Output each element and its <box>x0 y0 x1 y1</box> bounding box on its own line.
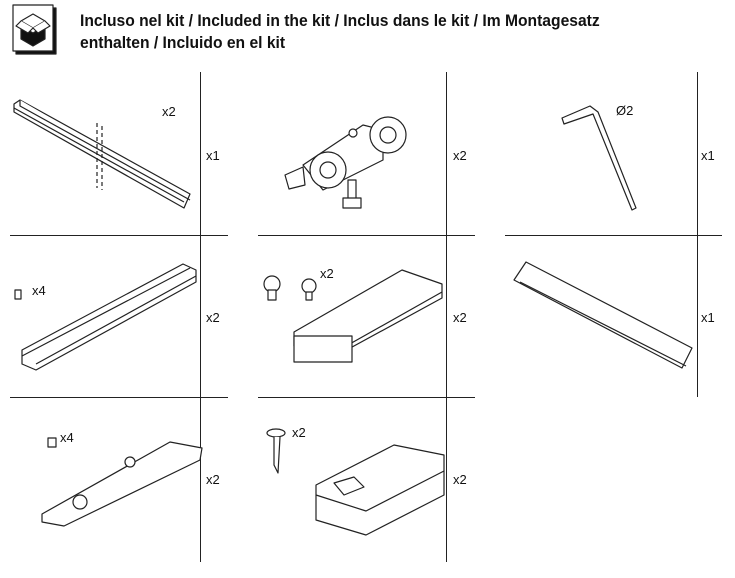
insert-count: x4 <box>32 283 46 298</box>
quantity-label: x2 <box>206 310 220 325</box>
divider <box>10 397 228 398</box>
divider <box>697 72 698 397</box>
screw-count: x2 <box>292 425 306 440</box>
quantity-label: x2 <box>453 148 467 163</box>
quantity-label: x1 <box>701 310 715 325</box>
divider <box>258 235 475 236</box>
floor-guide-drawing <box>266 428 445 536</box>
mounting-profile-drawing <box>14 263 197 371</box>
quantity-label: x2 <box>453 310 467 325</box>
quantity-label: x2 <box>206 472 220 487</box>
divider <box>258 397 475 398</box>
cover-strip-drawing <box>513 261 693 369</box>
quantity-label: x1 <box>206 148 220 163</box>
size-label: Ø2 <box>616 103 634 118</box>
bracket-plate-drawing <box>263 269 443 363</box>
track-rail-drawing <box>13 99 191 209</box>
screw-count: x2 <box>320 266 334 281</box>
divider <box>200 72 201 562</box>
nut-count: x4 <box>60 430 74 445</box>
quantity-label: x1 <box>701 148 715 163</box>
screw-count: x2 <box>162 104 176 119</box>
quantity-label: x2 <box>453 472 467 487</box>
guide-plate-drawing <box>41 437 203 527</box>
divider <box>505 235 722 236</box>
divider <box>446 72 447 562</box>
roller-carriage-drawing <box>284 116 407 209</box>
allen-key-drawing <box>561 105 637 211</box>
open-box-icon <box>12 4 57 55</box>
page-title: Incluso nel kit / Included in the kit / … <box>80 11 600 52</box>
divider <box>10 235 228 236</box>
